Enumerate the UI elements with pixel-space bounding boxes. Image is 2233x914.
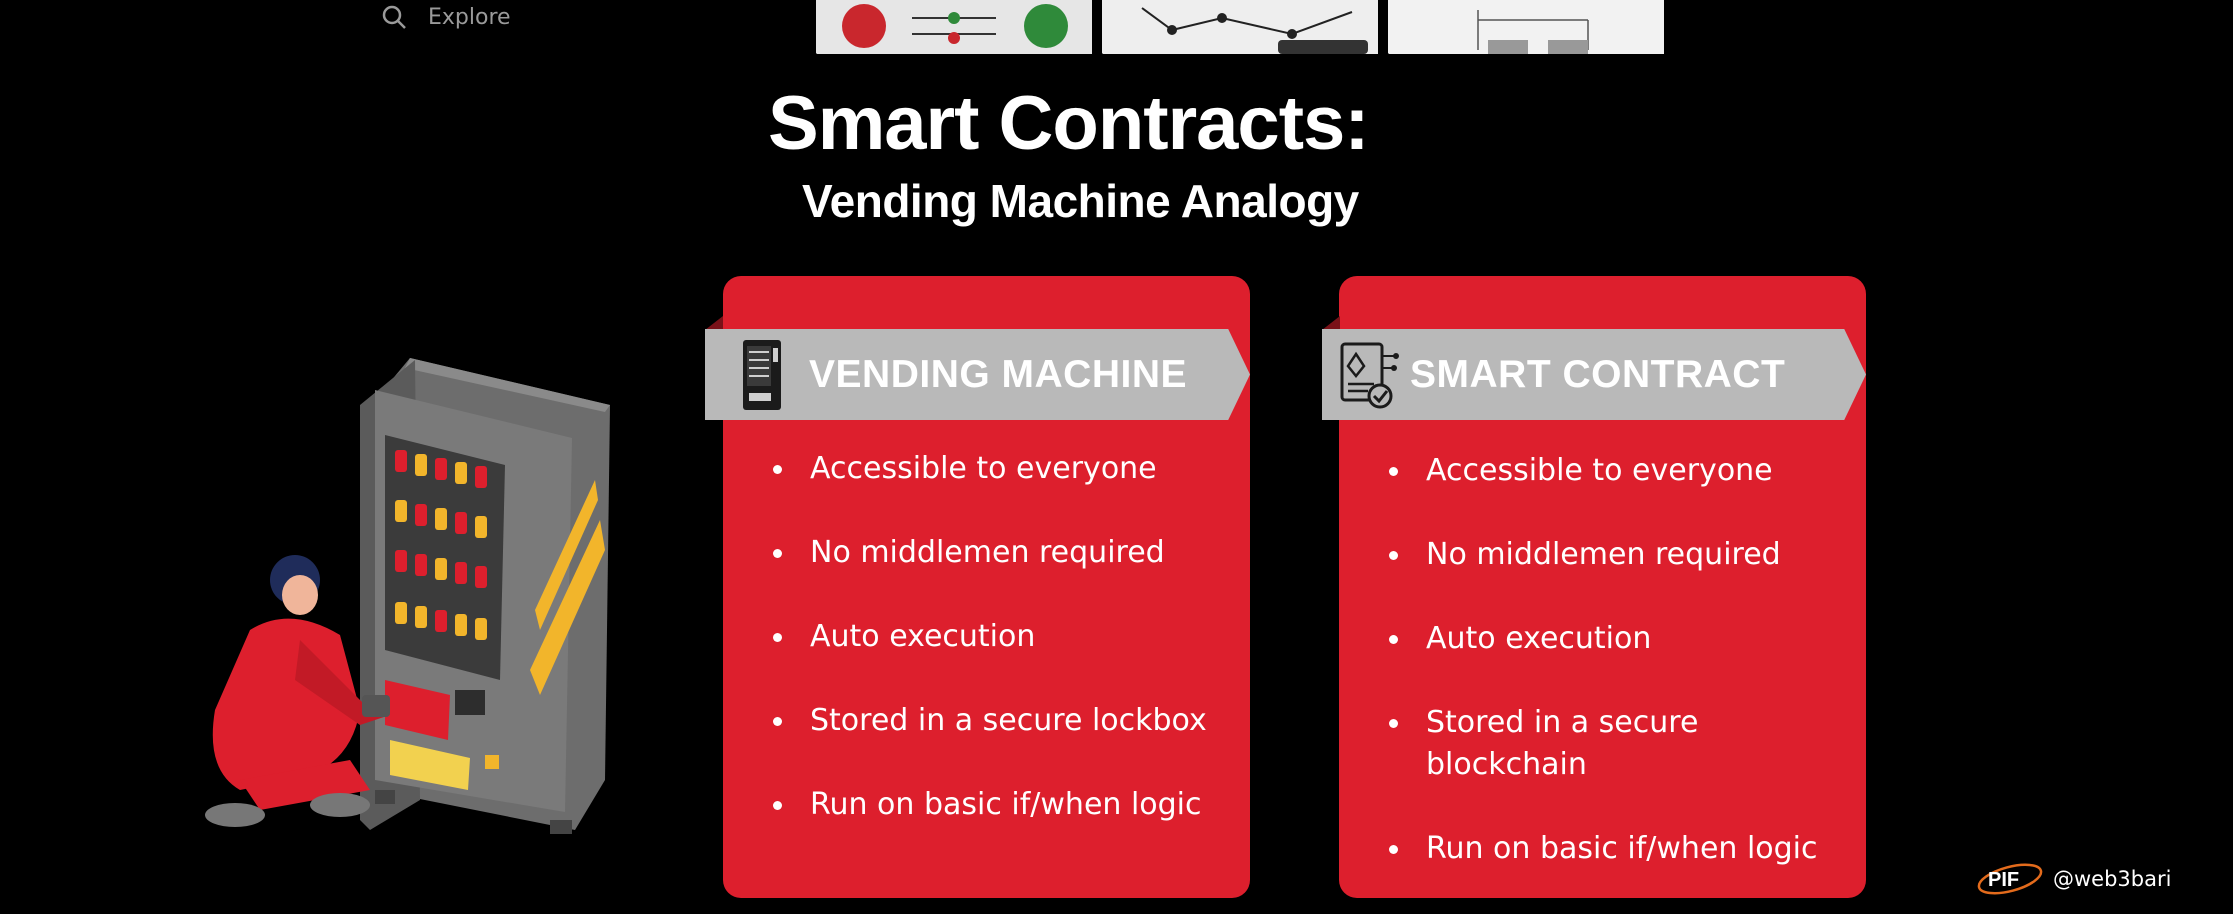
card-heading: VENDING MACHINE [809,352,1188,396]
ribbon-fold [1322,316,1340,330]
brand-watermark: PIF @web3bari [1975,858,2171,900]
thumbnail-3[interactable] [1388,0,1664,54]
svg-text:PIF: PIF [1988,869,2019,891]
page-subtitle: Vending Machine Analogy [802,175,1359,227]
vending-machine-icon [729,338,795,412]
list-item: Accessible to everyone [773,448,1240,490]
vending-machine-header: VENDING MACHINE [705,329,1250,420]
contract-document-icon [1334,338,1400,412]
thumbnail-1[interactable] [816,0,1092,54]
related-thumbnails [816,0,1664,54]
ribbon-fold [705,316,723,330]
list-item: No middlemen required [773,532,1240,574]
smart-contract-header: SMART CONTRACT [1322,329,1866,420]
list-item: Stored in a secure lockbox [773,700,1240,742]
list-item: Run on basic if/when logic [1389,828,1856,870]
search-icon [380,3,408,31]
card-heading: SMART CONTRACT [1410,352,1786,396]
list-item: Accessible to everyone [1389,450,1856,492]
brand-handle: @web3bari [2053,867,2172,891]
explore-search[interactable]: Explore [380,0,511,34]
list-item: Stored in a secure blockchain [1389,702,1726,786]
thumbnail-2[interactable] [1102,0,1378,54]
list-item: Run on basic if/when logic [773,784,1240,826]
explore-label: Explore [428,4,511,30]
list-item: No middlemen required [1389,534,1856,576]
vending-machine-illustration [200,350,620,850]
page-title: Smart Contracts: [768,81,1370,166]
brand-logo: PIF [1975,858,2045,900]
list-item: Auto execution [1389,618,1856,660]
list-item: Auto execution [773,616,1240,658]
